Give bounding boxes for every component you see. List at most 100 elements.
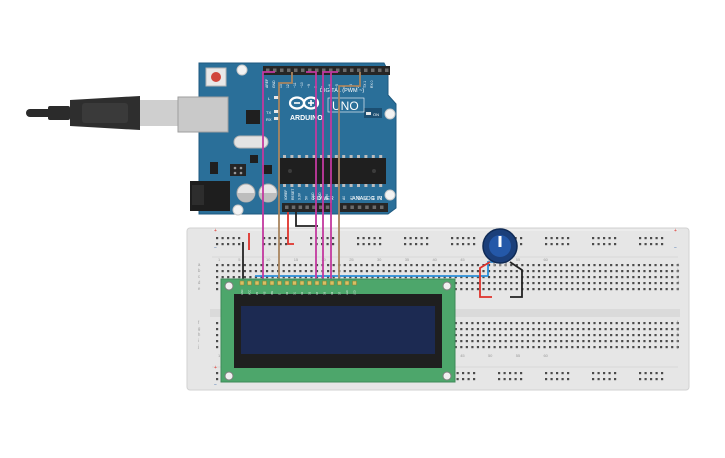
breadboard-hole[interactable] xyxy=(561,243,564,246)
breadboard-hole[interactable] xyxy=(671,322,674,325)
breadboard-hole[interactable] xyxy=(282,264,285,267)
breadboard-hole[interactable] xyxy=(467,378,470,381)
breadboard-hole[interactable] xyxy=(526,334,529,337)
lcd-pin[interactable] xyxy=(352,280,357,286)
breadboard-hole[interactable] xyxy=(598,322,602,325)
breadboard-hole[interactable] xyxy=(471,322,474,325)
breadboard-hole[interactable] xyxy=(216,378,219,381)
breadboard-hole[interactable] xyxy=(410,270,413,273)
breadboard-hole[interactable] xyxy=(526,270,529,273)
breadboard-hole[interactable] xyxy=(615,288,618,291)
breadboard-hole[interactable] xyxy=(432,276,435,279)
breadboard-hole[interactable] xyxy=(354,276,357,279)
breadboard-hole[interactable] xyxy=(503,372,506,375)
breadboard-hole[interactable] xyxy=(471,340,474,343)
breadboard-hole[interactable] xyxy=(660,322,663,325)
breadboard-hole[interactable] xyxy=(326,243,329,246)
breadboard-hole[interactable] xyxy=(421,264,424,267)
breadboard-hole[interactable] xyxy=(520,243,523,246)
breadboard-hole[interactable] xyxy=(460,288,463,291)
breadboard-hole[interactable] xyxy=(509,378,512,381)
breadboard-hole[interactable] xyxy=(288,264,291,267)
breadboard-hole[interactable] xyxy=(487,340,491,343)
breadboard-hole[interactable] xyxy=(554,328,557,331)
breadboard-hole[interactable] xyxy=(632,340,635,343)
breadboard-hole[interactable] xyxy=(515,328,518,331)
breadboard-hole[interactable] xyxy=(515,346,518,349)
breadboard-hole[interactable] xyxy=(561,237,564,240)
breadboard-hole[interactable] xyxy=(476,334,480,337)
breadboard-hole[interactable] xyxy=(614,243,617,246)
breadboard-hole[interactable] xyxy=(549,334,552,337)
breadboard-hole[interactable] xyxy=(460,328,463,331)
breadboard-hole[interactable] xyxy=(537,288,541,291)
breadboard-hole[interactable] xyxy=(499,322,502,325)
breadboard-hole[interactable] xyxy=(550,372,553,375)
breadboard-hole[interactable] xyxy=(587,340,591,343)
breadboard-hole[interactable] xyxy=(460,264,463,267)
breadboard-hole[interactable] xyxy=(315,276,319,279)
breadboard-hole[interactable] xyxy=(332,264,335,267)
breadboard-hole[interactable] xyxy=(560,276,563,279)
breadboard-hole[interactable] xyxy=(637,270,640,273)
breadboard-hole[interactable] xyxy=(432,264,435,267)
breadboard-hole[interactable] xyxy=(532,334,535,337)
breadboard-hole[interactable] xyxy=(644,237,647,240)
breadboard-hole[interactable] xyxy=(654,322,657,325)
breadboard-hole[interactable] xyxy=(661,243,664,246)
breadboard-hole[interactable] xyxy=(593,334,596,337)
breadboard-hole[interactable] xyxy=(643,282,646,285)
breadboard-hole[interactable] xyxy=(598,282,602,285)
breadboard-hole[interactable] xyxy=(271,264,274,267)
breadboard-hole[interactable] xyxy=(460,282,463,285)
wire-pot-vcc[interactable] xyxy=(479,261,492,298)
breadboard-hole[interactable] xyxy=(560,270,563,273)
breadboard-hole[interactable] xyxy=(632,264,635,267)
breadboard-hole[interactable] xyxy=(465,340,468,343)
breadboard-hole[interactable] xyxy=(565,276,568,279)
breadboard-hole[interactable] xyxy=(454,328,457,331)
breadboard-hole[interactable] xyxy=(393,276,396,279)
breadboard-hole[interactable] xyxy=(216,372,219,375)
wires[interactable] xyxy=(242,71,523,298)
breadboard-hole[interactable] xyxy=(665,264,668,267)
breadboard-hole[interactable] xyxy=(526,276,529,279)
breadboard-hole[interactable] xyxy=(526,340,529,343)
breadboard-hole[interactable] xyxy=(471,334,474,337)
breadboard-hole[interactable] xyxy=(438,264,441,267)
lcd-pin[interactable] xyxy=(307,280,312,286)
breadboard-hole[interactable] xyxy=(420,237,423,240)
breadboard-hole[interactable] xyxy=(603,378,606,381)
breadboard-hole[interactable] xyxy=(582,340,585,343)
breadboard-hole[interactable] xyxy=(410,264,413,267)
breadboard-hole[interactable] xyxy=(550,237,553,240)
breadboard-hole[interactable] xyxy=(460,334,463,337)
breadboard-hole[interactable] xyxy=(327,264,330,267)
breadboard-hole[interactable] xyxy=(376,276,380,279)
breadboard-hole[interactable] xyxy=(671,340,674,343)
breadboard-hole[interactable] xyxy=(610,322,613,325)
breadboard-hole[interactable] xyxy=(582,282,585,285)
breadboard-hole[interactable] xyxy=(482,328,485,331)
breadboard-hole[interactable] xyxy=(614,378,617,381)
breadboard-hole[interactable] xyxy=(360,264,363,267)
breadboard-hole[interactable] xyxy=(571,328,574,331)
lcd-pin[interactable] xyxy=(284,280,290,286)
breadboard-hole[interactable] xyxy=(604,282,607,285)
breadboard-hole[interactable] xyxy=(460,340,463,343)
breadboard-hole[interactable] xyxy=(654,334,657,337)
breadboard-hole[interactable] xyxy=(648,288,652,291)
breadboard-hole[interactable] xyxy=(482,334,485,337)
breadboard-hole[interactable] xyxy=(637,328,640,331)
breadboard-hole[interactable] xyxy=(543,322,546,325)
breadboard-hole[interactable] xyxy=(567,372,570,375)
breadboard-hole[interactable] xyxy=(639,378,642,381)
breadboard-hole[interactable] xyxy=(399,270,402,273)
breadboard-hole[interactable] xyxy=(626,270,629,273)
breadboard-hole[interactable] xyxy=(315,270,319,273)
breadboard-hole[interactable] xyxy=(582,328,585,331)
breadboard-hole[interactable] xyxy=(476,288,480,291)
breadboard-hole[interactable] xyxy=(549,328,552,331)
breadboard-hole[interactable] xyxy=(545,243,548,246)
breadboard-hole[interactable] xyxy=(597,237,600,240)
